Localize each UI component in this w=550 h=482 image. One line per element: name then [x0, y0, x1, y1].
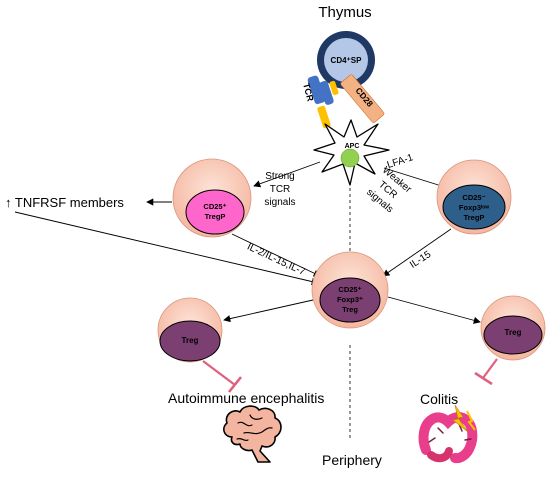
arrow-tnfrsf-to-treg: [14, 211, 319, 286]
tcr-receptor: TCR: [301, 75, 339, 129]
arrow-treg-to-left: [223, 299, 314, 323]
treg-left-cell: Treg: [157, 297, 223, 363]
arrow-treg-to-right: [387, 296, 481, 324]
brain-icon: [223, 405, 282, 463]
inhibit-colitis: [474, 358, 498, 386]
cd4sp-label: CD4⁺SP: [331, 56, 363, 65]
arrow-tregp-right-to-treg: [382, 228, 452, 277]
treg-right-cell: Treg: [480, 295, 546, 361]
tregp-right-cell: CD25⁻ Foxp3ˡᵒʷ TregP: [436, 159, 512, 235]
strong-signal-1: Strong: [265, 171, 294, 182]
periphery-label: Periphery: [322, 452, 382, 468]
tnfrsf-label: ↑ TNFRSF members: [5, 195, 124, 210]
treg-left-label: Treg: [182, 336, 199, 345]
tregp-right-line1: CD25⁻: [462, 193, 485, 202]
strong-signal-2: TCR: [270, 184, 291, 195]
colon-icon: [418, 404, 478, 465]
tregp-left-cell: CD25⁺ TregP: [172, 158, 252, 238]
tregp-right-line3: TregP: [464, 213, 485, 222]
treg-right-label: Treg: [505, 328, 522, 337]
il2-label: IL-2/IL-15,IL-7: [245, 241, 307, 278]
colitis-label: Colitis: [420, 391, 458, 407]
cd4-sp-cell: CD4⁺SP: [317, 31, 375, 89]
thymus-title: Thymus: [318, 4, 371, 21]
arrow-apc-to-tregp-right: [383, 167, 449, 190]
treg-center-line2: Foxp3⁺: [337, 295, 363, 304]
tregp-right-line2: Foxp3ˡᵒʷ: [459, 203, 489, 212]
apc-cell: APC: [313, 119, 390, 186]
autoimmune-label: Autoimmune encephalitis: [168, 390, 324, 406]
treg-center-cell: CD25⁺ Foxp3⁺ Treg: [311, 251, 389, 329]
strong-signal-3: signals: [264, 197, 295, 208]
tregp-left-line1: CD25⁺: [203, 202, 226, 211]
inhibit-autoimmune: [202, 360, 243, 393]
tcr-label: TCR: [301, 82, 316, 103]
apc-label: APC: [345, 143, 360, 150]
arrow-tregp-left-to-treg: [231, 233, 321, 277]
treg-center-line1: CD25⁺: [338, 285, 361, 294]
il15-label: IL-15: [408, 249, 433, 271]
arrow-apc-to-tregp-left: [253, 161, 321, 188]
tregp-left-line2: TregP: [205, 212, 226, 221]
treg-center-line3: Treg: [342, 305, 358, 314]
